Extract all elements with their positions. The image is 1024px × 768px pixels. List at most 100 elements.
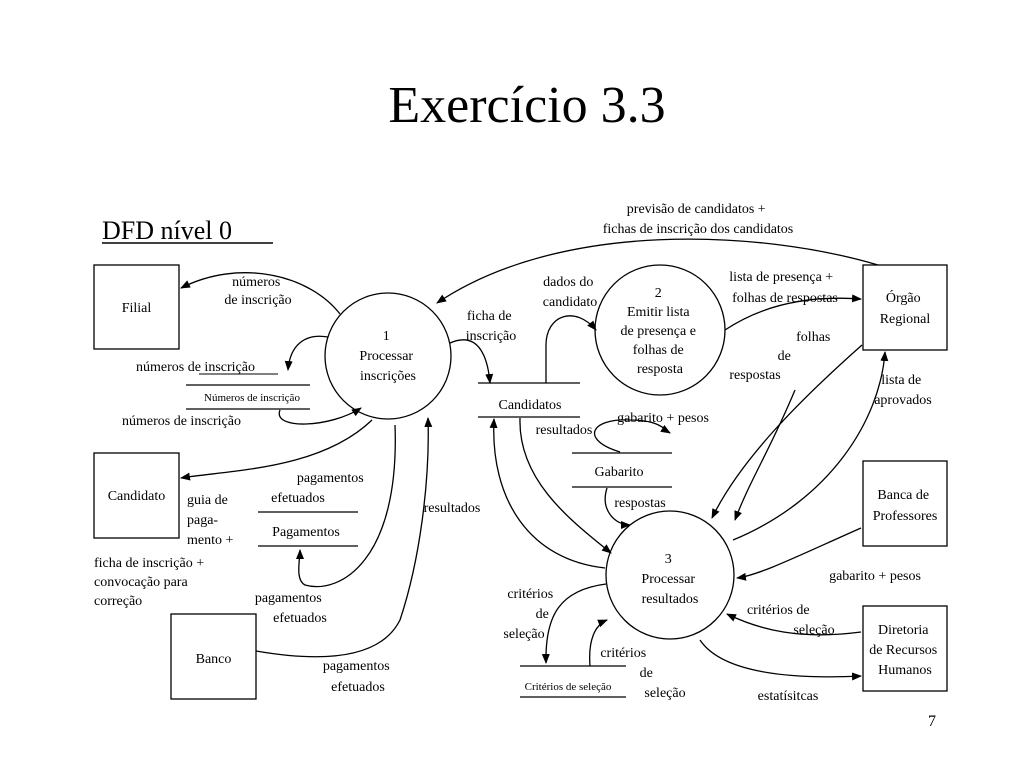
process-3-processar-resultados: 3 Processar resultados <box>605 510 735 640</box>
flow-label-numeros-store-out-1: números de inscrição <box>122 414 241 429</box>
flow-label-respostas: respostas <box>614 496 665 511</box>
flow-orgao-to-p1 <box>436 238 879 304</box>
flow-label-ficha-convocacao-2: convocação para <box>94 575 188 590</box>
store-pagamentos: Pagamentos <box>258 511 358 547</box>
slide-title: Exercício 3.3 <box>388 77 665 134</box>
flow-label-criterios-right-1: critérios <box>600 646 646 661</box>
flow-label-ficha-convocacao: ficha de inscrição + convocação para cor… <box>94 556 208 609</box>
flow-label-folhas-respostas: folhas de respostas <box>729 330 834 383</box>
entity-diretoria-label-1: Diretoria <box>878 623 929 638</box>
store-candidatos-label: Candidatos <box>499 398 562 413</box>
flow-label-lista-aprovados-1: lista de <box>881 373 921 388</box>
flow-label-pagamentos-store: pagamentos efetuados <box>271 471 367 506</box>
flow-p1-to-filial <box>180 272 341 315</box>
flow-label-ficha-convocacao-3: correção <box>94 594 142 609</box>
flow-label-pagamentos-banco-p1-1: pagamentos <box>323 659 390 674</box>
flow-label-ficha-inscricao: ficha de inscrição <box>466 309 517 344</box>
svg-text:Banca de Professores: Banca de Professores <box>873 488 938 524</box>
flow-banco-to-p1 <box>255 417 433 658</box>
flow-label-criterios-drh-1: critérios de <box>747 603 810 618</box>
flow-label-numeros-store-in-1: números de inscrição <box>136 360 255 375</box>
store-criterios-selecao: Critérios de seleção <box>520 665 626 698</box>
svg-text:3 Processar result: 3 Processar resultados <box>641 552 698 607</box>
entity-filial-label: Filial <box>122 301 152 316</box>
flow-label-criterios-right-3: seleção <box>644 686 685 701</box>
flow-label-pagamentos-banco-store: pagamentos efetuados <box>255 591 327 626</box>
flow-gabarito-loop <box>593 419 671 453</box>
svg-text:Diretoria de Recursos: Diretoria de Recursos Humanos <box>869 623 941 678</box>
flow-label-criterios-left-2: de <box>536 607 549 622</box>
flow-label-guia: guia de paga- mento + <box>187 493 233 548</box>
flow-label-criterios-drh-2: seleção <box>793 623 834 638</box>
flow-label-resultados-candidatos-1: resultados <box>536 423 593 438</box>
flow-label-numeros-filial: números de inscrição <box>224 275 291 308</box>
entity-orgao-label-2: Regional <box>880 312 931 327</box>
flow-label-gabarito-pesos-banca-1: gabarito + pesos <box>829 569 921 584</box>
flow-label-pagamentos-banco-p1-2: efetuados <box>331 680 385 695</box>
flow-label-guia-1: guia de <box>187 493 228 508</box>
flow-label-criterios-left-1: critérios <box>507 587 553 602</box>
flow-label-pagamentos-store-1: pagamentos <box>297 471 364 486</box>
flow-label-criterios-left-3: seleção <box>503 627 544 642</box>
flow-label-guia-2: paga- <box>187 513 218 528</box>
entity-orgao-regional: Órgão Regional <box>862 264 948 351</box>
entity-diretoria-label-3: Humanos <box>878 663 932 678</box>
entity-banca-professores: Banca de Professores <box>862 460 948 547</box>
flow-label-numeros-store-in: números de inscrição <box>136 360 255 375</box>
process-1-processar-inscricoes: 1 Processar inscrições <box>324 292 452 420</box>
flow-label-pagamentos-banco-store-2: efetuados <box>273 611 327 626</box>
entity-diretoria-label-2: de Recursos <box>869 643 937 658</box>
entity-banco: Banco <box>170 613 257 700</box>
process-3-number: 3 <box>665 552 672 567</box>
flow-p1-to-candidatos-store <box>449 339 494 384</box>
process-2-label-3: folhas de <box>633 343 684 358</box>
flow-label-lista-presenca-2: folhas de respostas <box>732 291 838 306</box>
flow-label-numeros-filial-2: de inscrição <box>224 293 291 308</box>
flow-p1-to-pagamentos-store <box>295 424 396 588</box>
flow-p3-to-orgao <box>732 351 889 541</box>
flow-candidatos-to-p2 <box>545 315 597 383</box>
flow-label-pagamentos-banco-store-1: pagamentos <box>255 591 322 606</box>
process-3-label-2: resultados <box>642 592 699 607</box>
flow-gabarito-to-p3 <box>604 487 631 529</box>
flow-p2-to-p3 <box>734 389 796 521</box>
process-2-label-1: Emitir lista <box>627 305 690 320</box>
flow-label-gabarito-pesos-banca: gabarito + pesos <box>829 569 921 584</box>
flow-label-lista-aprovados-2: aprovados <box>874 393 932 408</box>
flow-label-resultados-p1-1: resultados <box>424 501 481 516</box>
flow-label-criterios-right-2: de <box>640 666 653 681</box>
entity-filial: Filial <box>93 264 180 350</box>
flow-candidatos-store-to-p3 <box>519 417 612 554</box>
flow-criterios-store-to-p3 <box>589 619 608 667</box>
process-2-emitir-lista: 2 Emitir lista de presença e folhas de r… <box>594 264 726 396</box>
flow-label-respostas-1: respostas <box>614 496 665 511</box>
svg-text:Banco: Banco <box>196 652 232 667</box>
store-candidatos: Candidatos <box>478 382 580 418</box>
flow-label-estatisticas: estatísitcas <box>758 689 819 704</box>
flow-label-previsao-1: previsão de candidatos + <box>627 202 766 217</box>
flow-label-numeros-store-out: números de inscrição <box>122 414 241 429</box>
entity-banca-label-1: Banca de <box>877 488 929 503</box>
flow-label-criterios-right: critérios de seleção <box>600 646 685 701</box>
flow-label-pagamentos-store-2: efetuados <box>271 491 325 506</box>
store-pagamentos-label: Pagamentos <box>272 525 340 540</box>
process-3-label-1: Processar <box>641 572 695 587</box>
svg-text:Candidato: Candidato <box>108 489 166 504</box>
entity-banco-label: Banco <box>196 652 232 667</box>
process-1-label-1: Processar <box>359 349 413 364</box>
flow-p1-to-candidato <box>180 419 373 481</box>
flow-label-estatisticas-1: estatísitcas <box>758 689 819 704</box>
flow-label-dados-candidato-2: candidato <box>543 295 597 310</box>
process-1-label-2: inscrições <box>360 369 416 384</box>
store-gabarito-label: Gabarito <box>595 465 644 480</box>
flow-label-numeros-filial-1: números <box>232 275 280 290</box>
flow-p1-to-numeros-store <box>284 335 329 371</box>
flow-label-gabarito-pesos-top: gabarito + pesos <box>617 411 709 426</box>
flow-label-folhas-respostas-1: folhas <box>796 330 830 345</box>
process-1-number: 1 <box>383 329 390 344</box>
flow-drh-to-p3 <box>726 613 862 636</box>
store-gabarito: Gabarito <box>572 452 672 488</box>
entity-banca-label-2: Professores <box>873 509 938 524</box>
store-numeros-inscricao: Números de inscrição <box>186 384 310 410</box>
flow-p3-to-candidatos-store <box>489 418 606 569</box>
